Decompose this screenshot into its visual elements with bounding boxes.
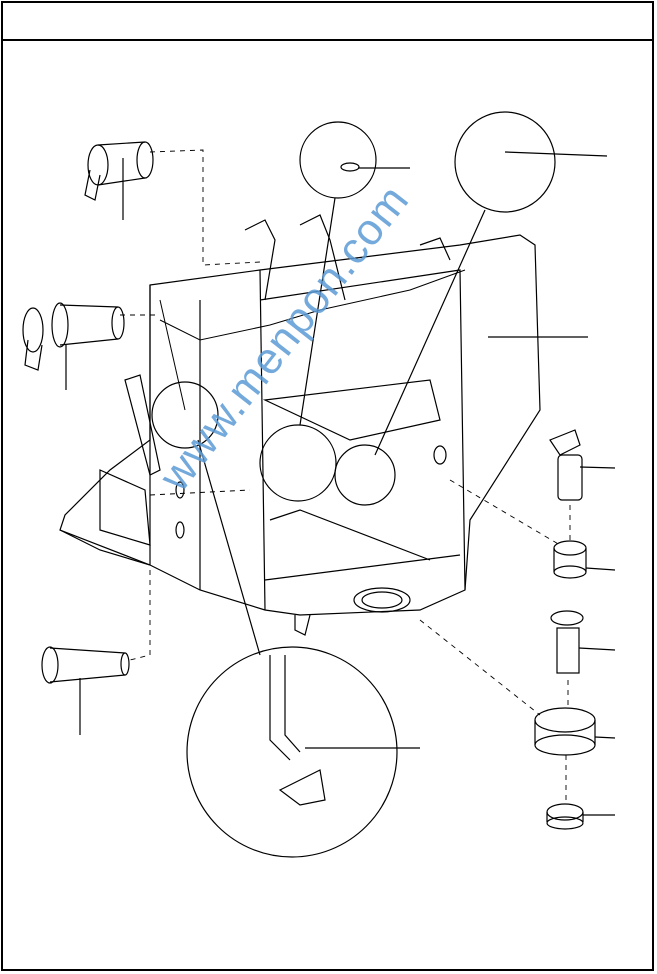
pin-assembly-top xyxy=(84,141,154,220)
right-components xyxy=(488,336,616,830)
header-bar xyxy=(1,1,654,41)
pin-assembly-middle xyxy=(22,302,125,390)
front-frame xyxy=(59,214,541,636)
dashed-leaders xyxy=(120,149,571,800)
pin-assembly-bottom xyxy=(41,646,130,735)
detail-circles xyxy=(151,111,608,858)
